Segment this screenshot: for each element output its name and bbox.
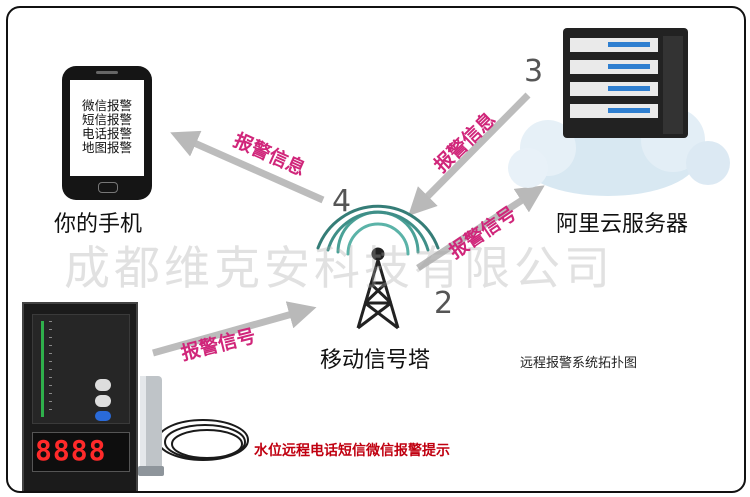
controller-panel [32,314,130,424]
arrow-tower-to-cloud [416,185,545,271]
phone-line-map: 地图报警 [81,140,132,155]
display-digits: 8888 [35,434,107,467]
phone-line-wechat: 微信报警 [81,98,132,113]
tower-number-bottom: 2 [434,286,454,321]
cloud-number: 3 [524,54,544,89]
arrow-cloud-to-tower [408,92,531,216]
controller-device: 8888 [22,302,138,491]
product-title: 水位远程电话短信微信报警提示 [254,443,450,459]
phone-label: 你的手机 [54,212,143,237]
phone-line-call: 电话报警 [81,126,132,141]
set-button[interactable] [95,411,111,421]
diagram-frame: 成都维克安科技有限公司 微信报警 短信报警 电话报警 地图报警 你的手机 3 阿… [6,6,746,493]
tower-signal-icon [316,204,440,256]
tower-label: 移动信号塔 [320,348,431,373]
watermark: 成都维克安科技有限公司 [64,241,614,295]
arrow-tower-to-phone [170,130,325,204]
phone-icon: 微信报警 短信报警 电话报警 地图报警 [62,66,152,200]
down-button-icon[interactable] [95,395,111,407]
phone-line-sms: 短信报警 [81,112,132,127]
diagram-caption: 远程报警系统拓扑图 [520,356,638,371]
tower-number-top: 4 [332,184,352,219]
sensor-probe-icon [138,376,164,476]
server-icon [563,28,688,138]
up-button-icon[interactable] [95,379,111,391]
arrow-device-to-tower [152,301,317,357]
controller-scale [49,321,52,417]
cloud-label: 阿里云服务器 [556,212,689,237]
phone-speaker [96,71,118,74]
arrows-layer [138,28,730,476]
tower-icon [356,247,400,330]
sensor-cable-icon [156,385,249,461]
controller-bargraph [41,321,44,417]
controller-display: 8888 [32,432,130,472]
phone-screen: 微信报警 短信报警 电话报警 地图报警 [70,80,144,176]
phone-home-button [98,182,118,193]
